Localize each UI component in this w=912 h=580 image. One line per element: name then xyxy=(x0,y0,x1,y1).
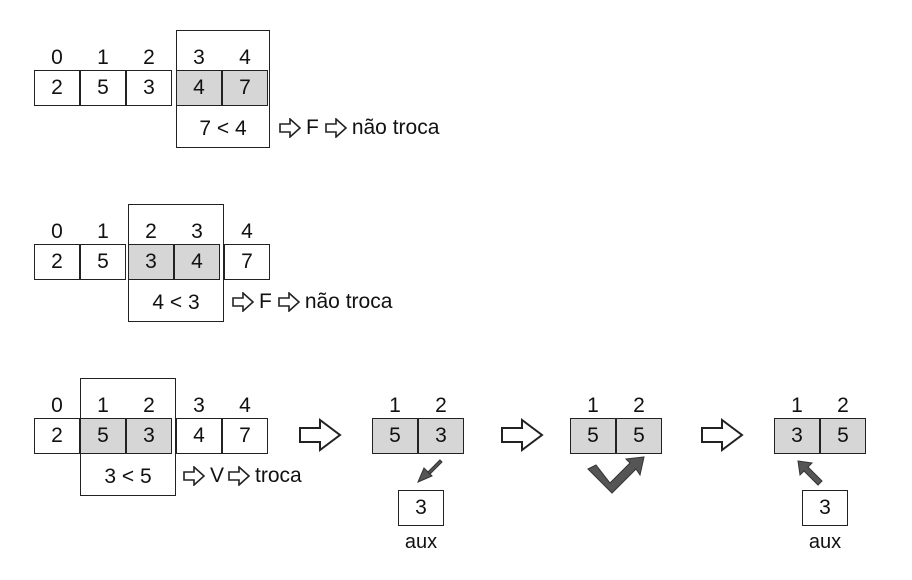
result-chain: F não troca xyxy=(231,290,392,314)
hollow-right-arrow-icon xyxy=(228,466,251,486)
aux-label: aux xyxy=(808,531,842,553)
hollow-right-arrow-icon xyxy=(299,418,342,452)
index-label: 1 xyxy=(791,394,803,417)
hollow-right-arrow-icon xyxy=(501,418,544,452)
dark-v-shaped-arrow-icon xyxy=(587,456,645,494)
action-label: troca xyxy=(255,464,302,487)
result-chain: V troca xyxy=(182,464,302,488)
array-cell-compared: 7 xyxy=(222,70,268,106)
index-label: 2 xyxy=(837,394,849,417)
array-cell: 4 xyxy=(176,418,222,454)
array-cell: 7 xyxy=(224,244,270,280)
array-cell: 5 xyxy=(80,70,126,106)
comparison-expression: 7 < 4 xyxy=(199,117,247,140)
array-cell: 3 xyxy=(126,70,172,106)
aux-variable-box: 3 xyxy=(802,490,848,526)
index-label: 2 xyxy=(145,220,157,243)
array-cell-compared: 5 xyxy=(570,418,616,454)
hollow-right-arrow-icon xyxy=(232,292,255,312)
index-label: 0 xyxy=(51,220,63,243)
array-cell-compared: 3 xyxy=(418,418,464,454)
index-label: 0 xyxy=(51,394,63,417)
index-label: 1 xyxy=(97,46,109,69)
dark-diagonal-up-arrow-icon xyxy=(797,460,823,486)
array-cell: 7 xyxy=(222,418,268,454)
array-cell: 5 xyxy=(80,244,126,280)
result-value: F xyxy=(306,116,319,139)
index-label: 2 xyxy=(143,46,155,69)
array-cell: 2 xyxy=(34,244,80,280)
index-label: 3 xyxy=(193,46,205,69)
index-label: 3 xyxy=(193,394,205,417)
result-value: F xyxy=(259,290,272,313)
action-label: não troca xyxy=(351,116,440,139)
index-label: 4 xyxy=(241,220,253,243)
array-cell-compared: 5 xyxy=(616,418,662,454)
comparison-expression: 4 < 3 xyxy=(152,291,200,314)
result-value: V xyxy=(210,464,225,487)
index-label: 1 xyxy=(389,394,401,417)
index-label: 0 xyxy=(51,46,63,69)
index-label: 2 xyxy=(633,394,645,417)
index-label: 4 xyxy=(239,394,251,417)
array-cell-compared: 3 xyxy=(126,418,172,454)
array-cell-compared: 5 xyxy=(372,418,418,454)
index-label: 1 xyxy=(97,394,109,417)
index-label: 2 xyxy=(143,394,155,417)
hollow-right-arrow-icon xyxy=(279,118,302,138)
array-cell-compared: 4 xyxy=(174,244,220,280)
index-label: 2 xyxy=(435,394,447,417)
hollow-right-arrow-icon xyxy=(278,292,301,312)
hollow-right-arrow-icon xyxy=(325,118,348,138)
aux-label: aux xyxy=(404,531,438,553)
array-cell-compared: 3 xyxy=(128,244,174,280)
array-cell: 2 xyxy=(34,418,80,454)
array-cell-compared: 4 xyxy=(176,70,222,106)
dark-diagonal-down-arrow-icon xyxy=(417,459,443,483)
action-label: não troca xyxy=(304,290,393,313)
array-cell: 2 xyxy=(34,70,80,106)
index-label: 3 xyxy=(191,220,203,243)
array-cell-compared: 5 xyxy=(820,418,866,454)
hollow-right-arrow-icon xyxy=(701,418,744,452)
array-cell-compared: 3 xyxy=(774,418,820,454)
comparison-expression: 3 < 5 xyxy=(104,465,152,488)
index-label: 4 xyxy=(239,46,251,69)
index-label: 1 xyxy=(97,220,109,243)
index-label: 1 xyxy=(587,394,599,417)
array-cell-compared: 5 xyxy=(80,418,126,454)
result-chain: F não troca xyxy=(278,116,439,140)
aux-variable-box: 3 xyxy=(398,490,444,526)
hollow-right-arrow-icon xyxy=(183,466,206,486)
